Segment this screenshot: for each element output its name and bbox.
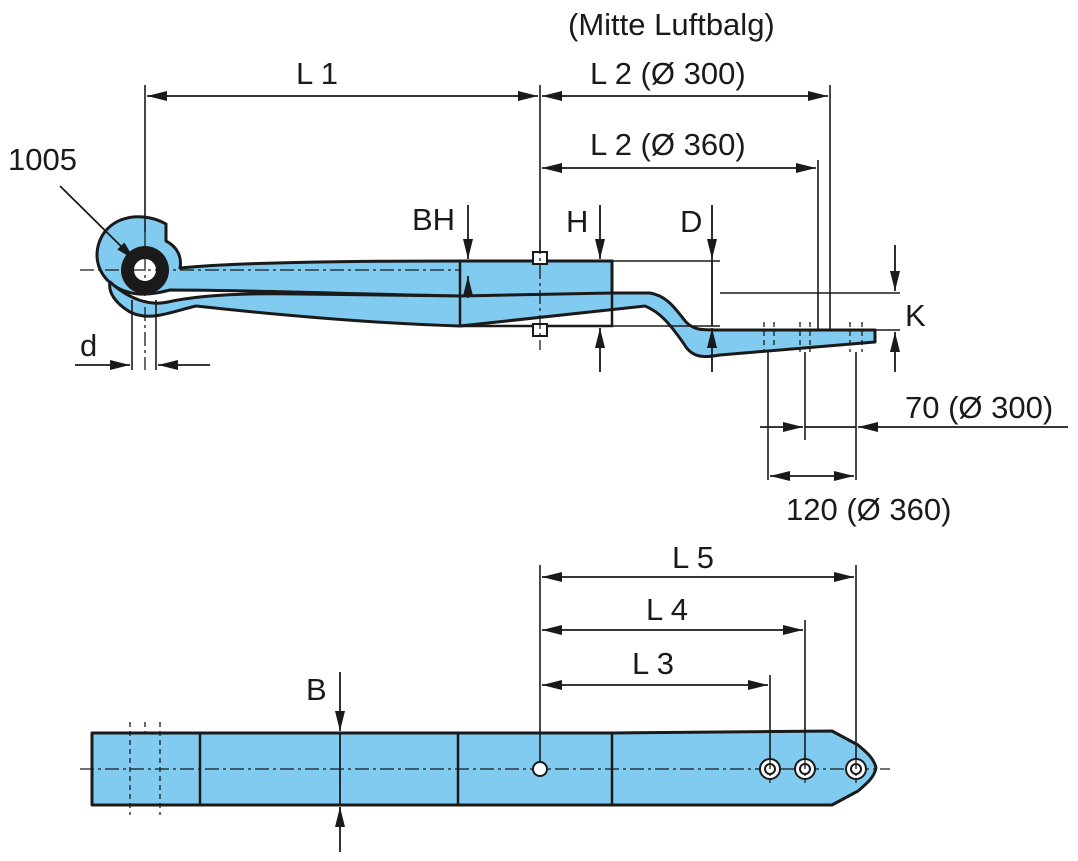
dim-label-b: B	[306, 672, 327, 707]
center-bolt-hole	[532, 761, 548, 777]
top-view: L 5 L 4 L 3 B	[80, 540, 890, 852]
spring-top-outline	[90, 729, 878, 807]
dim-label-l2-360: L 2 (Ø 360)	[590, 127, 746, 162]
side-view: (Mitte Luftbalg) L 1 L 2 (Ø 300) L 2 (Ø …	[8, 7, 1068, 527]
part-number-label: 1005	[8, 142, 77, 177]
dim-label-bh: BH	[412, 202, 455, 237]
lower-leaf	[108, 280, 877, 359]
dim-label-d-lower: d	[80, 328, 97, 363]
dim-label-k: K	[905, 298, 926, 333]
air-bag-center-note: (Mitte Luftbalg)	[568, 7, 775, 42]
dim-label-l5: L 5	[672, 540, 714, 575]
dim-label-120: 120 (Ø 360)	[786, 492, 951, 527]
dim-label-d-upper: D	[680, 204, 702, 239]
dim-label-l2-300: L 2 (Ø 300)	[590, 56, 746, 91]
dim-label-l3: L 3	[632, 646, 674, 681]
dim-label-l1: L 1	[296, 56, 338, 91]
upper-leaf	[95, 215, 614, 298]
dim-label-h: H	[566, 204, 588, 239]
dim-label-l4: L 4	[646, 592, 688, 627]
dim-label-70: 70 (Ø 300)	[905, 390, 1053, 425]
end-plate-holes	[763, 322, 863, 352]
